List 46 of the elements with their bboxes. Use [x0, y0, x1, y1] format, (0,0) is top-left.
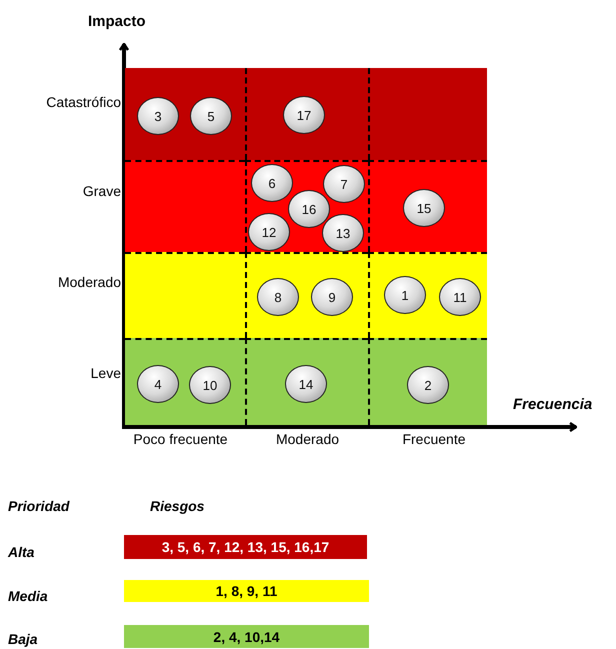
risk-list-bar: 1, 8, 9, 11 [124, 580, 369, 602]
table-header: Prioridad [8, 499, 70, 513]
risk-bubble: 5 [190, 97, 232, 135]
risk-bubble: 14 [285, 365, 327, 403]
row-label: Leve [90, 366, 121, 380]
risk-bubble: 16 [288, 190, 330, 228]
matrix-cell [245, 338, 368, 425]
matrix-cell [368, 68, 487, 160]
column-label: Moderado [274, 432, 340, 446]
axis-title: Impacto [88, 14, 146, 29]
risk-bubble: 12 [248, 213, 290, 251]
risk-bubble: 10 [189, 366, 231, 404]
table-header: Riesgos [150, 499, 204, 513]
risk-list-bar: 3, 5, 6, 7, 12, 13, 15, 16,17 [124, 535, 367, 559]
row-label: Moderado [56, 275, 121, 289]
column-label: Frecuente [401, 432, 467, 446]
matrix-cell [368, 252, 487, 338]
matrix-cell [125, 252, 245, 338]
priority-label: Media [8, 589, 48, 603]
risk-bubble: 15 [403, 189, 445, 227]
risk-bubble: 4 [137, 365, 179, 403]
risk-bubble: 2 [407, 366, 449, 404]
priority-label: Alta [8, 545, 34, 559]
matrix-cell [245, 252, 368, 338]
risk-bubble: 11 [439, 278, 481, 316]
row-label: Catastrófico [45, 95, 121, 109]
matrix-cell [245, 68, 368, 160]
matrix-cell [368, 338, 487, 425]
priority-label: Baja [8, 632, 38, 646]
risk-bubble: 13 [322, 214, 364, 252]
matrix-cell [125, 338, 245, 425]
risk-bubble: 6 [251, 164, 293, 202]
row-label: Grave [82, 184, 121, 198]
risk-bubble: 9 [311, 278, 353, 316]
matrix-cell [125, 160, 245, 252]
risk-bubble: 8 [257, 278, 299, 316]
column-label: Poco frecuente [132, 432, 229, 446]
risk-bubble: 1 [384, 276, 426, 314]
risk-bubble: 17 [283, 96, 325, 134]
risk-bubble: 3 [137, 97, 179, 135]
matrix-cell [245, 160, 368, 252]
axis-title: Frecuencia [513, 397, 592, 412]
matrix-cell [125, 68, 245, 160]
risk-bubble: 7 [323, 165, 365, 203]
risk-list-bar: 2, 4, 10,14 [124, 625, 369, 648]
matrix-cell [368, 160, 487, 252]
